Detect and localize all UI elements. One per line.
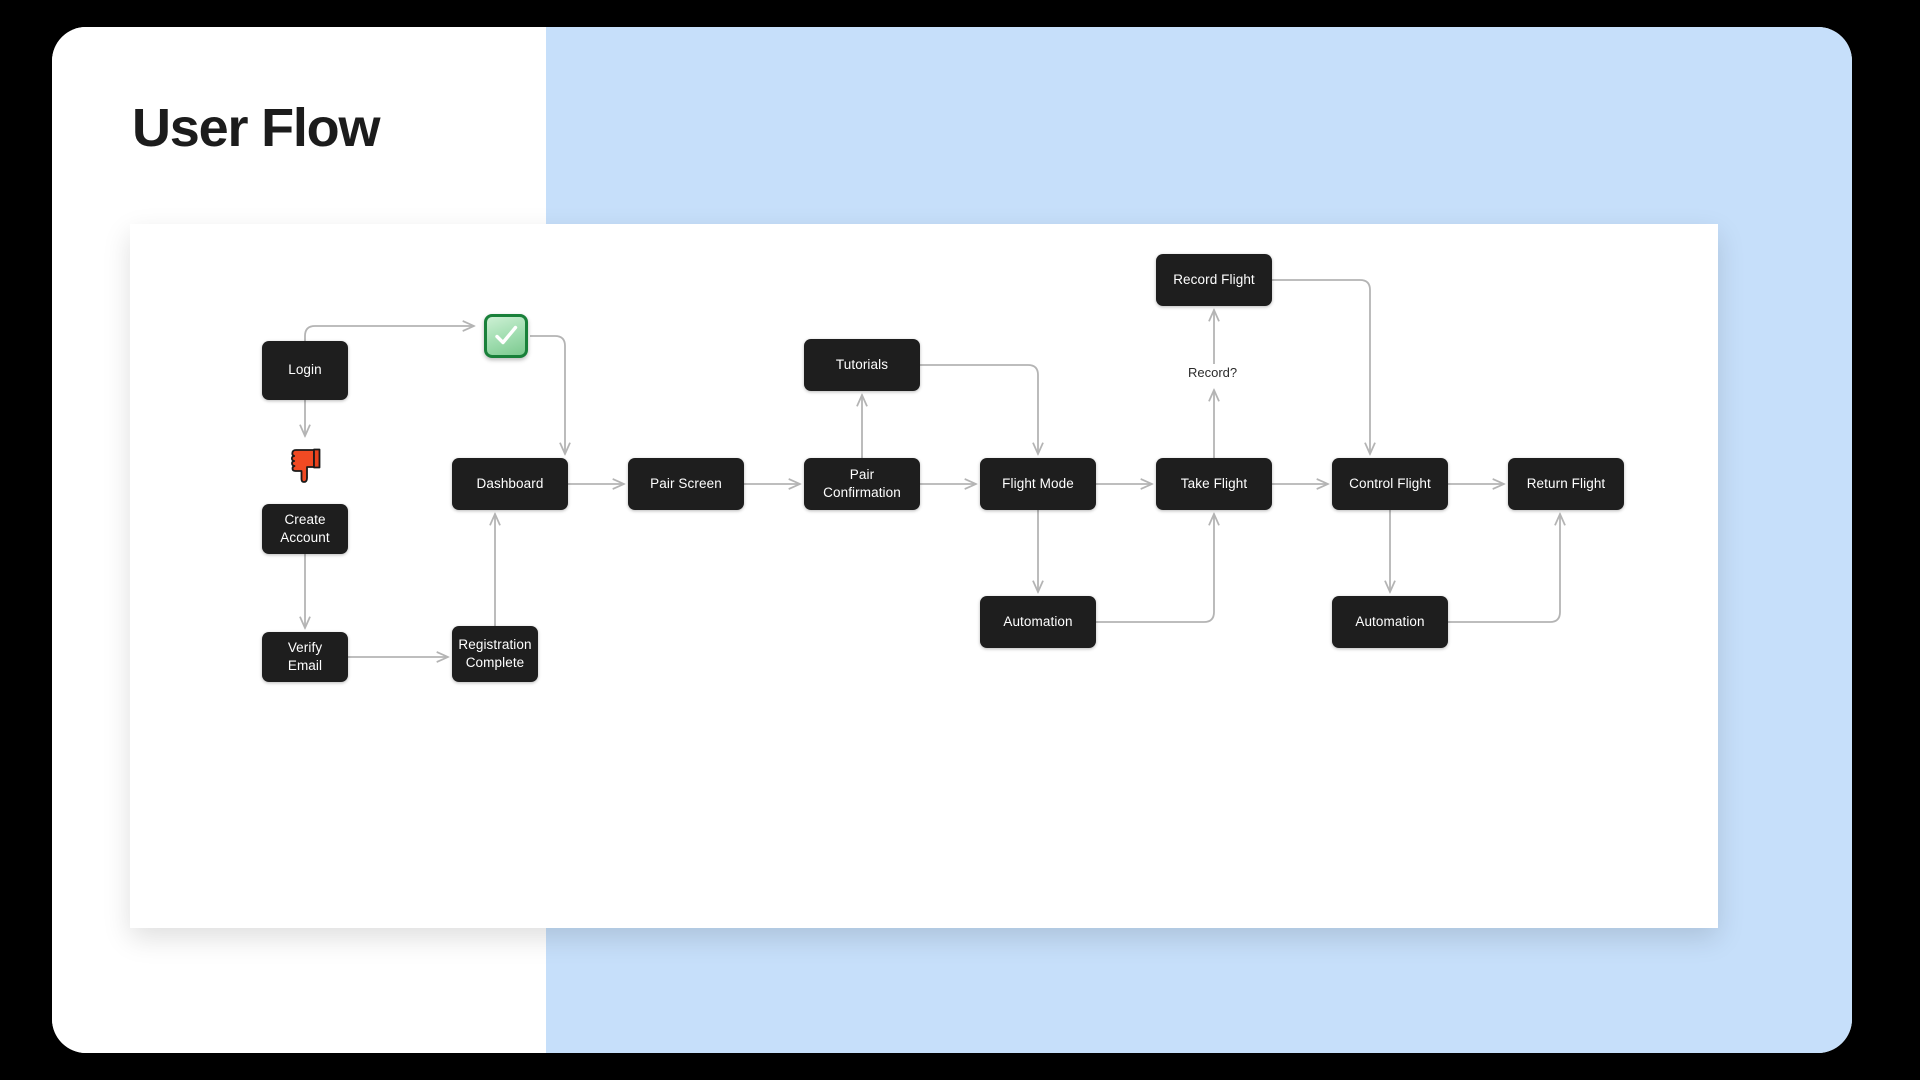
page-title: User Flow (132, 98, 380, 158)
node-dashboard[interactable]: Dashboard (452, 458, 568, 510)
node-pair-confirmation[interactable]: Pair Confirmation (804, 458, 920, 510)
node-registration-complete[interactable]: Registration Complete (452, 626, 538, 682)
node-automation-left[interactable]: Automation (980, 596, 1096, 648)
node-create-account[interactable]: Create Account (262, 504, 348, 554)
node-verify-email[interactable]: Verify Email (262, 632, 348, 682)
thumbs-down-sticker (283, 442, 327, 486)
flow-connectors (130, 279, 1718, 928)
green-check-sticker (484, 314, 528, 358)
node-flight-mode[interactable]: Flight Mode (980, 458, 1096, 510)
node-pair-screen[interactable]: Pair Screen (628, 458, 744, 510)
node-take-flight[interactable]: Take Flight (1156, 458, 1272, 510)
node-record-flight[interactable]: Record Flight (1156, 254, 1272, 306)
node-tutorials[interactable]: Tutorials (804, 339, 920, 391)
checkmark-icon (495, 325, 518, 345)
node-return-flight[interactable]: Return Flight (1508, 458, 1624, 510)
thumbs-down-icon (291, 448, 321, 483)
flow-diagram-canvas: Login Create Account Verify Email Regist… (130, 224, 1718, 928)
node-automation-right[interactable]: Automation (1332, 596, 1448, 648)
slide-card: User Flow (52, 27, 1852, 1053)
edge-label-record-question: Record? (1183, 364, 1243, 381)
node-login[interactable]: Login (262, 341, 348, 400)
node-control-flight[interactable]: Control Flight (1332, 458, 1448, 510)
